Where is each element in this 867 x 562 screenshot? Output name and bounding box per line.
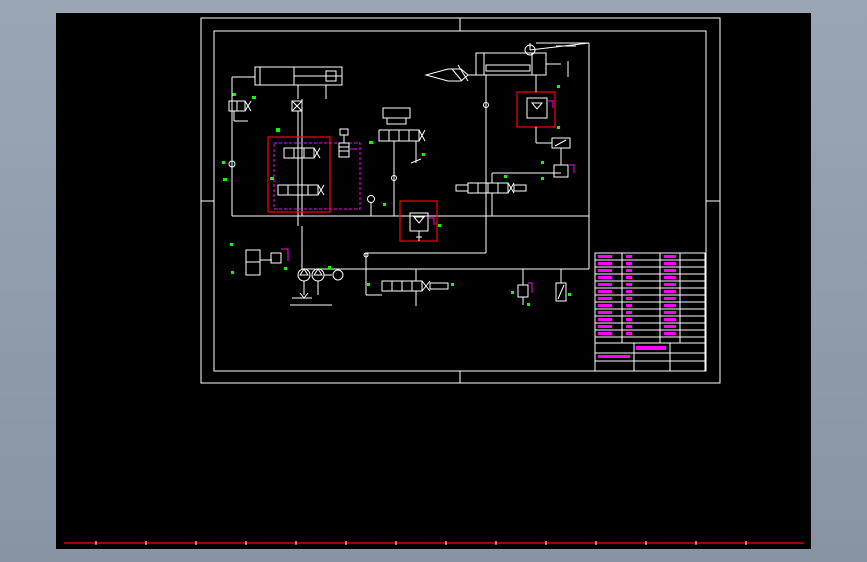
flow-control-valve-right xyxy=(536,137,575,180)
relief-valve-center xyxy=(399,200,441,242)
solenoid-valve-right-middle xyxy=(455,172,561,216)
hydraulic-pump xyxy=(290,266,344,306)
solenoid-valve-top-middle xyxy=(369,107,426,216)
pressure-gauge xyxy=(367,195,386,216)
cad-viewport[interactable] xyxy=(56,13,811,549)
accumulator-left xyxy=(230,226,303,276)
solenoid-valve-bottom-center xyxy=(363,252,454,306)
title-block xyxy=(594,252,706,372)
parts-list-rows xyxy=(598,255,676,358)
solenoid-valve-stack xyxy=(223,128,361,213)
check-valve-bottom-right xyxy=(511,269,571,306)
relief-valve-right xyxy=(516,75,560,143)
sheet-inner-frame xyxy=(213,30,707,372)
solenoid-valve-left-top xyxy=(228,93,256,122)
lifting-cylinder xyxy=(254,66,343,99)
injection-cylinder xyxy=(424,42,590,108)
sheet-outer-frame xyxy=(200,17,721,384)
solenoid-center xyxy=(338,128,357,158)
hydraulic-schematic-drawing xyxy=(64,17,804,545)
